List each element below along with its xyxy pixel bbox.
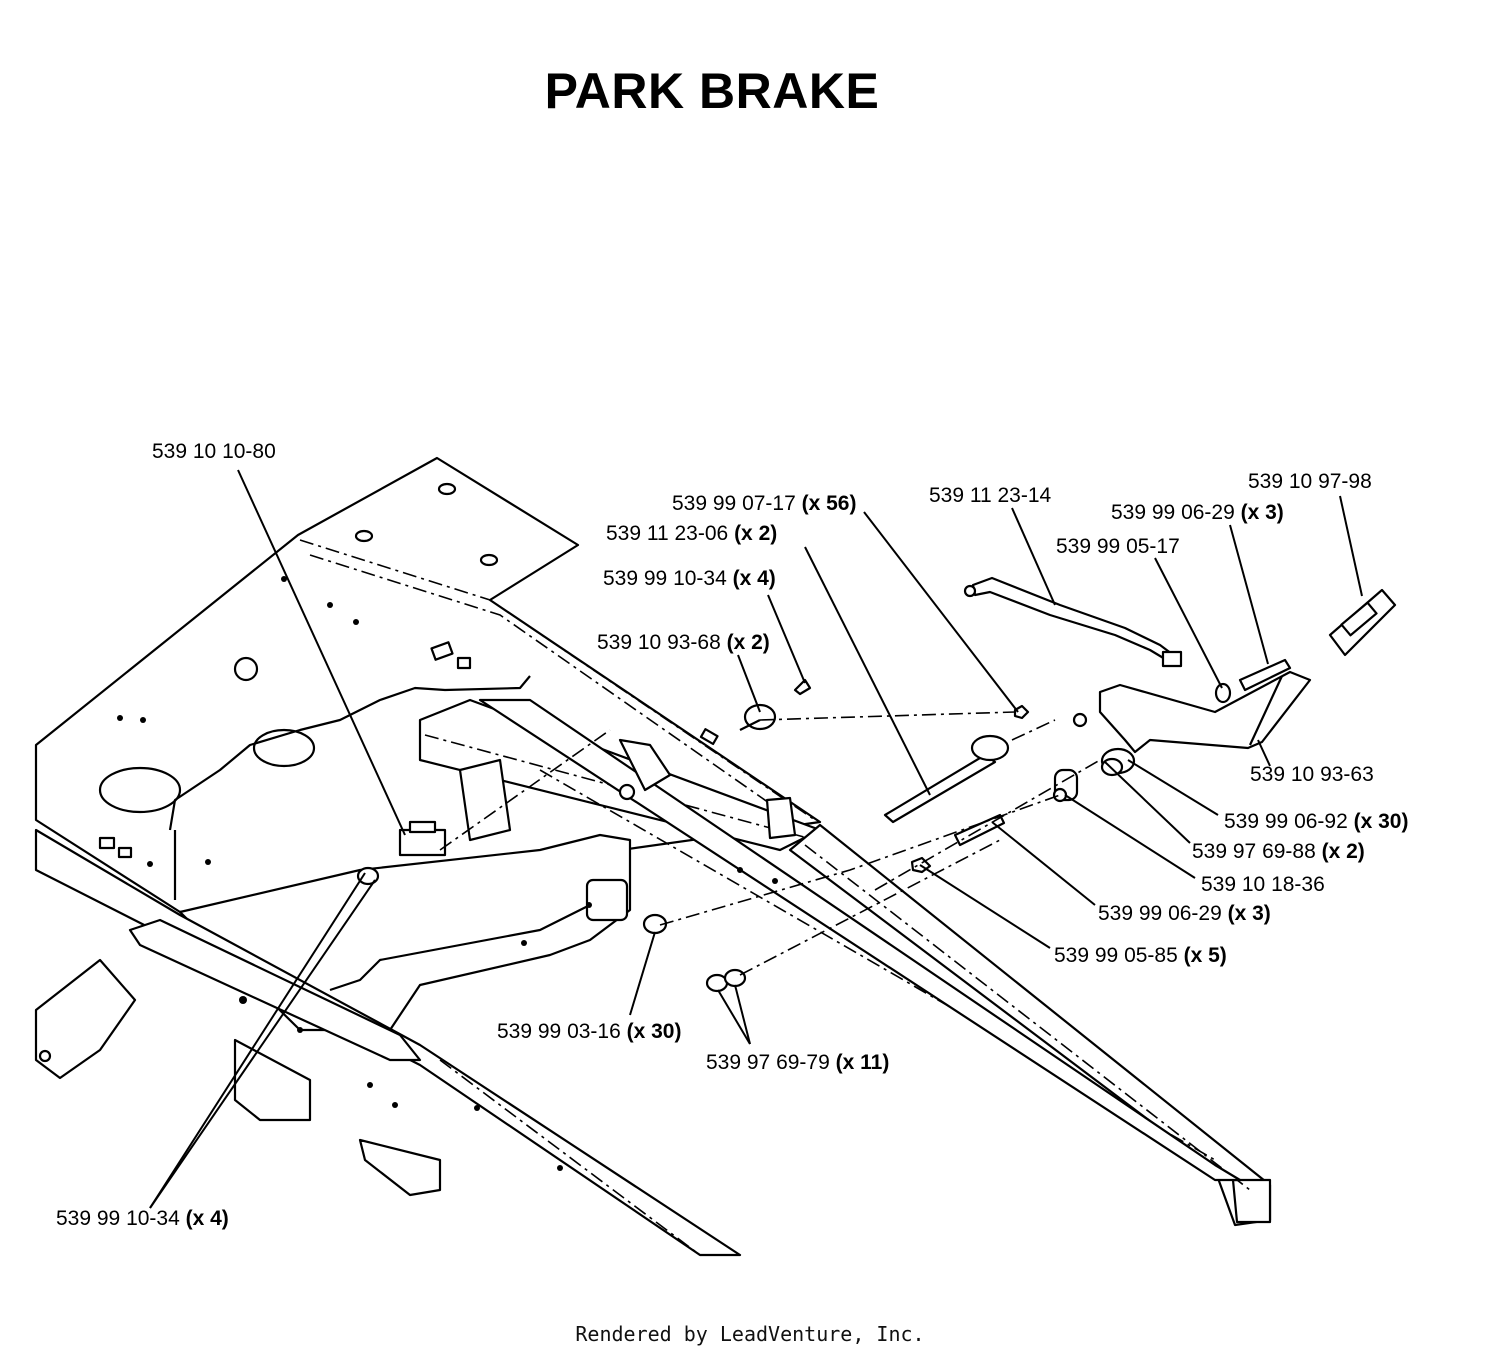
callout-label: 539 10 97-98 <box>1248 470 1372 493</box>
callout-label: 539 97 69-79 (x 11) <box>706 1051 889 1074</box>
callout-label: 539 10 18-36 <box>1201 873 1325 896</box>
callout-label: 539 10 10-80 <box>152 440 276 463</box>
park-brake-exploded-diagram: 539 10 10-80 539 99 07-17 (x 56) 539 11 … <box>34 440 1408 1257</box>
callout-label: 539 99 05-85 (x 5) <box>1054 944 1227 967</box>
callout-label: 539 10 93-63 <box>1250 763 1374 786</box>
footer-credit: Rendered by LeadVenture, Inc. <box>575 1322 925 1346</box>
callout-label: 539 99 03-16 (x 30) <box>497 1020 681 1043</box>
page-title: PARK BRAKE <box>544 63 880 119</box>
leader-lines <box>149 469 1363 1209</box>
frame-assembly <box>34 456 1272 1257</box>
brake-rod <box>971 576 1182 667</box>
callout-label: 539 11 23-14 <box>929 484 1052 507</box>
callout-label: 539 10 93-68 (x 2) <box>597 631 770 654</box>
brake-switch <box>398 828 447 857</box>
callout-label: 539 97 69-88 (x 2) <box>1192 840 1365 863</box>
callout-label: 539 99 06-92 (x 30) <box>1224 810 1408 833</box>
callout-label: 539 99 05-17 <box>1056 535 1180 558</box>
callout-label: 539 99 06-29 (x 3) <box>1098 902 1271 925</box>
brake-arm <box>1098 670 1312 754</box>
callout-label: 539 99 06-29 (x 3) <box>1111 501 1284 524</box>
callout-label: 539 99 10-34 (x 4) <box>603 567 776 590</box>
callout-label: 539 99 07-17 (x 56) <box>672 492 856 515</box>
callout-label: 539 99 10-34 (x 4) <box>56 1207 229 1230</box>
brake-shaft <box>883 753 997 824</box>
callout-label: 539 11 23-06 (x 2) <box>606 522 777 545</box>
callout-labels: 539 10 10-80 539 99 07-17 (x 56) 539 11 … <box>56 440 1408 1230</box>
